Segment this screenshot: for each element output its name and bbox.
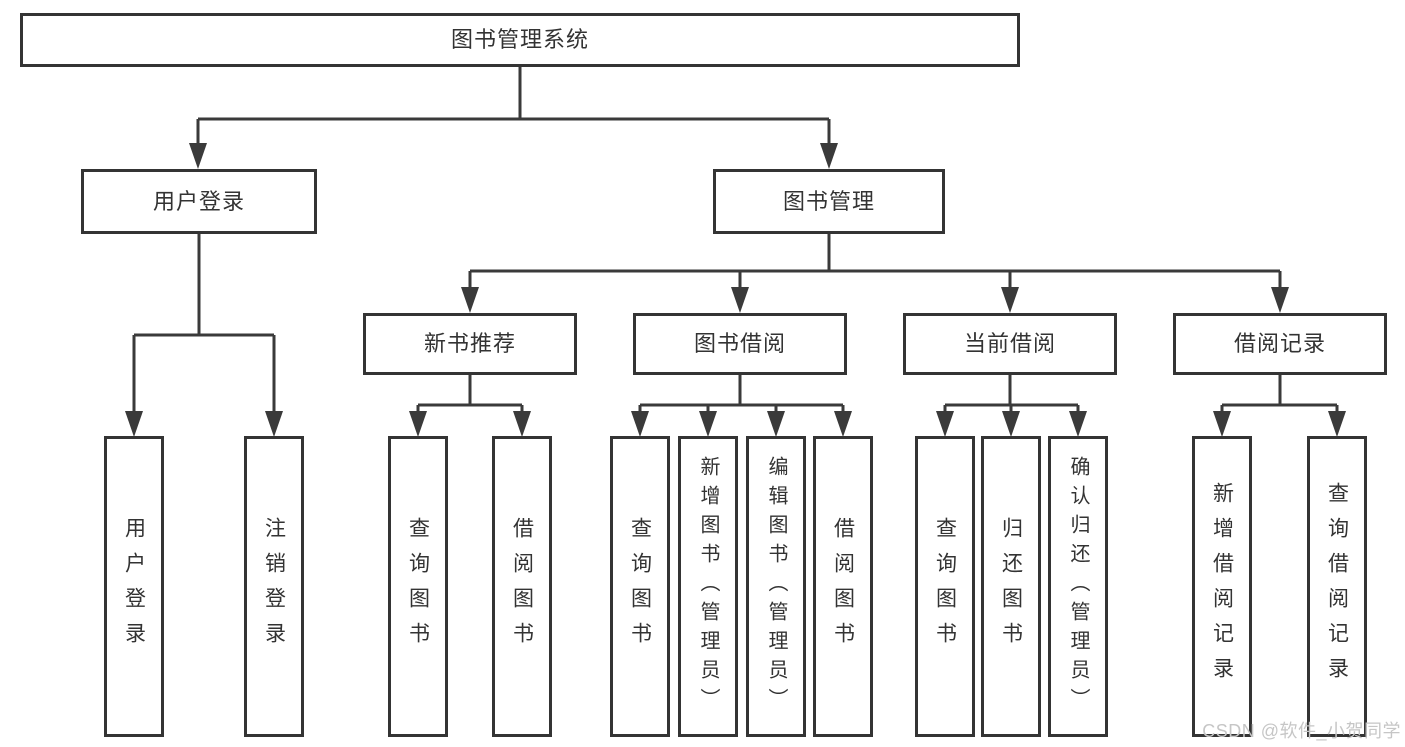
node-leaf-add-book-admin: 新增图书（管理员） (678, 436, 738, 737)
node-label: 用户登录 (122, 516, 146, 657)
node-label: 图书管理 (782, 188, 875, 214)
node-leaf-query-books-current: 查询图书 (915, 436, 975, 737)
node-leaf-edit-book-admin: 编辑图书（管理员） (746, 436, 806, 737)
node-leaf-query-books-recommend: 查询图书 (388, 436, 448, 737)
node-label: 当前借阅 (963, 331, 1056, 356)
node-leaf-user-login: 用户登录 (104, 436, 164, 737)
csdn-watermark: CSDN @软件_小贺同学 (1202, 721, 1401, 741)
node-library-system: 图书管理系统 (20, 13, 1020, 67)
node-label: 查询图书 (628, 516, 652, 657)
node-label: 用户登录 (152, 188, 245, 214)
node-label: 归还图书 (999, 516, 1023, 657)
node-label: 借阅记录 (1233, 331, 1326, 356)
node-user-login: 用户登录 (81, 169, 317, 234)
node-leaf-query-borrow-record: 查询借阅记录 (1307, 436, 1367, 737)
node-label: 编辑图书（管理员） (765, 456, 787, 717)
node-new-book-recommend: 新书推荐 (363, 313, 577, 375)
node-book-borrow: 图书借阅 (633, 313, 847, 375)
node-leaf-add-borrow-record: 新增借阅记录 (1192, 436, 1252, 737)
node-leaf-confirm-return-admin: 确认归还（管理员） (1048, 436, 1108, 737)
node-label: 新增图书（管理员） (697, 456, 719, 717)
node-label: 借阅图书 (510, 516, 534, 657)
node-label: 确认归还（管理员） (1067, 456, 1089, 717)
node-leaf-query-books-borrow: 查询图书 (610, 436, 670, 737)
node-leaf-borrow-books-recommend: 借阅图书 (492, 436, 552, 737)
node-label: 新增借阅记录 (1210, 481, 1234, 692)
node-borrow-records: 借阅记录 (1173, 313, 1387, 375)
node-label: 图书借阅 (693, 331, 786, 356)
node-label: 借阅图书 (831, 516, 855, 657)
node-label: 查询借阅记录 (1325, 481, 1349, 692)
node-current-borrow: 当前借阅 (903, 313, 1117, 375)
node-label: 查询图书 (933, 516, 957, 657)
node-book-management: 图书管理 (713, 169, 945, 234)
node-label: 注销登录 (262, 516, 286, 657)
node-label: 图书管理系统 (450, 27, 589, 52)
node-label: 新书推荐 (423, 331, 516, 356)
node-label: 查询图书 (406, 516, 430, 657)
node-leaf-logout: 注销登录 (244, 436, 304, 737)
node-leaf-borrow-books: 借阅图书 (813, 436, 873, 737)
node-leaf-return-book: 归还图书 (981, 436, 1041, 737)
